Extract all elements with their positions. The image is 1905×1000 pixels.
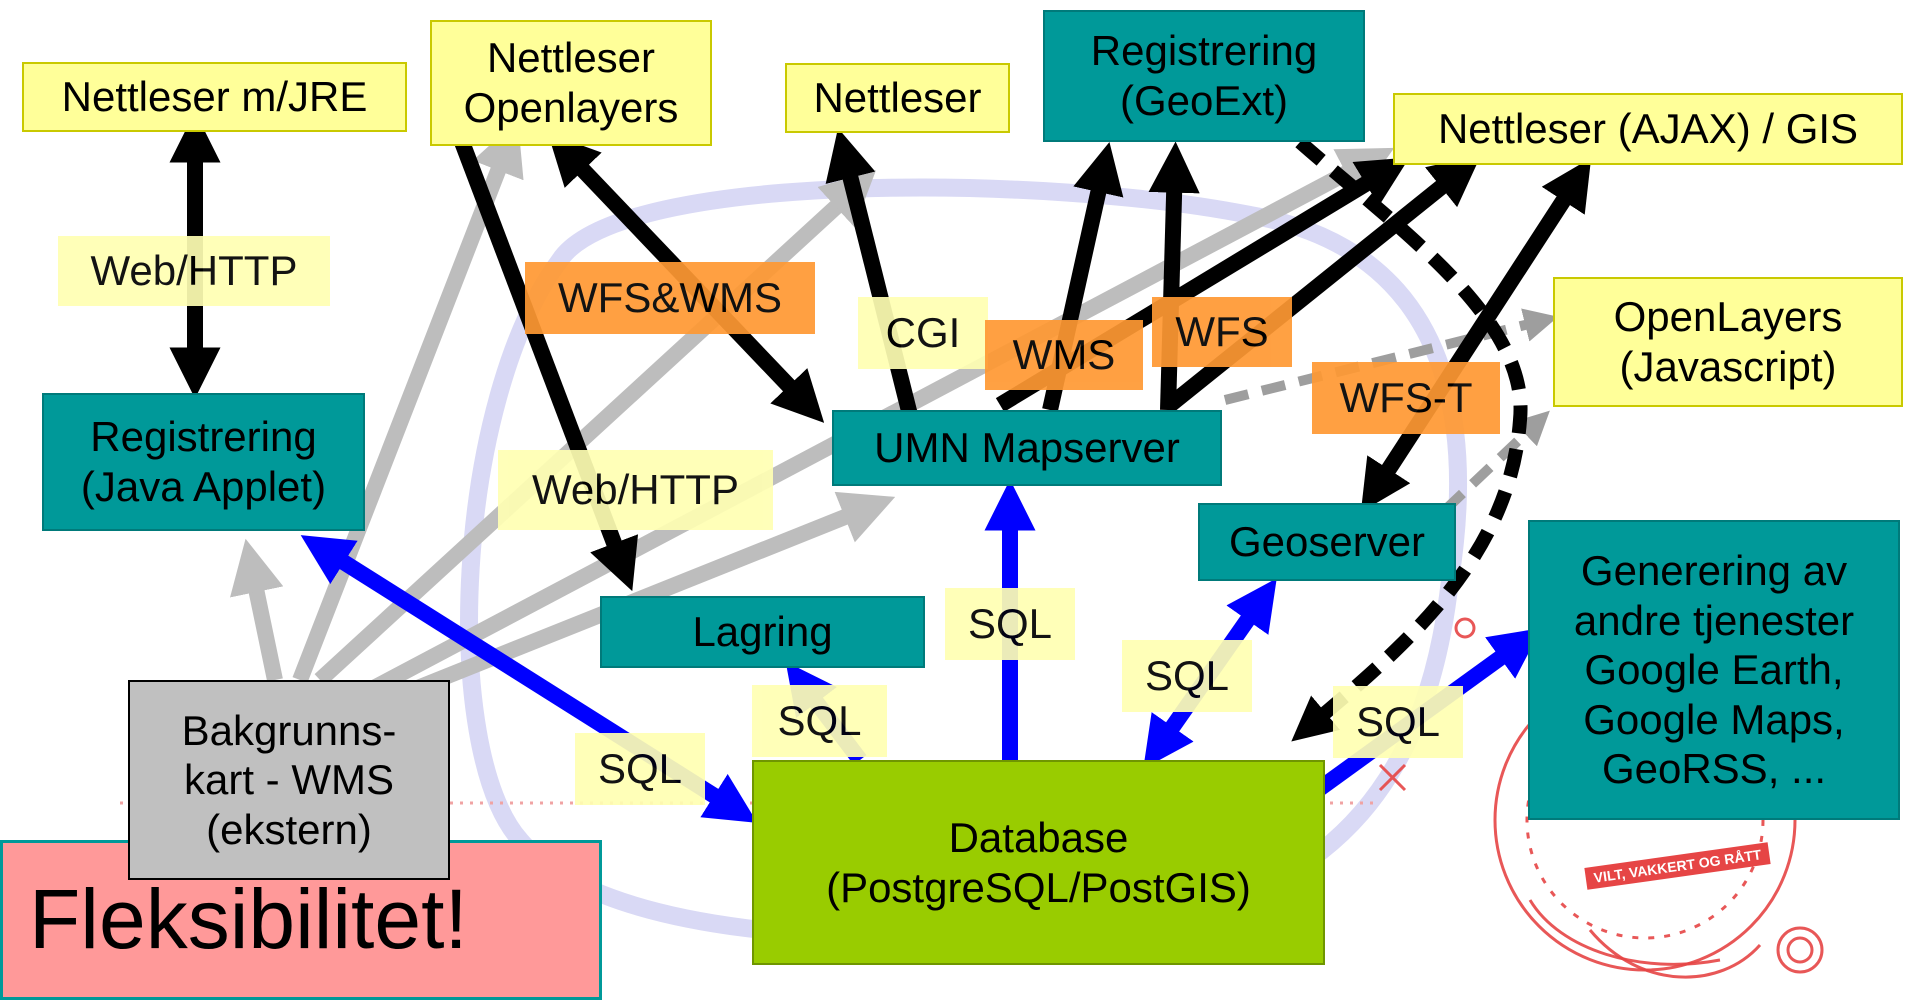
label-wfs-wms: WFS&WMS — [525, 262, 815, 334]
label-sql-mapserver: SQL — [945, 588, 1075, 660]
gray-arrow-to-applet — [230, 538, 284, 682]
node-database-postgis: Database (PostgreSQL/PostGIS) — [752, 760, 1325, 965]
label-web-http-top: Web/HTTP — [58, 236, 330, 306]
label-wfs: WFS — [1152, 297, 1292, 367]
node-lagring: Lagring — [600, 596, 925, 668]
node-openlayers-javascript: OpenLayers (Javascript) — [1553, 277, 1903, 407]
label-web-http-middle: Web/HTTP — [498, 450, 773, 530]
arrow-mapserver-geoext-2 — [1148, 141, 1200, 411]
label-sql-lagring: SQL — [752, 685, 887, 757]
node-umn-mapserver: UMN Mapserver — [832, 410, 1222, 486]
label-sql-geoserver: SQL — [1122, 640, 1252, 712]
node-nettleser-ajax-gis: Nettleser (AJAX) / GIS — [1393, 93, 1903, 165]
node-nettleser: Nettleser — [785, 63, 1010, 133]
arrow-ajax-geoserver — [1360, 157, 1592, 513]
dashed-arrow-geoext-database — [1291, 136, 1528, 742]
label-cgi: CGI — [858, 297, 988, 369]
node-nettleser-openlayers: Nettleser Openlayers — [430, 20, 712, 146]
arrow-mapserver-nettleser — [825, 128, 918, 417]
label-sql-applet: SQL — [575, 733, 705, 805]
label-wfs-t: WFS-T — [1312, 362, 1500, 434]
node-registrering-java-applet: Registrering (Java Applet) — [42, 393, 365, 531]
node-nettleser-jre: Nettleser m/JRE — [22, 62, 407, 132]
node-bakgrunnskart-wms: Bakgrunns- kart - WMS (ekstern) — [128, 680, 450, 880]
label-sql-generering: SQL — [1333, 686, 1463, 758]
node-generering-tjenester: Generering av andre tjenester Google Ear… — [1528, 520, 1900, 820]
node-geoserver: Geoserver — [1198, 503, 1456, 581]
node-registrering-geoext: Registrering (GeoExt) — [1043, 10, 1365, 142]
label-wms: WMS — [985, 320, 1143, 390]
fleksibilitet-banner: Fleksibilitet! — [0, 840, 602, 1000]
